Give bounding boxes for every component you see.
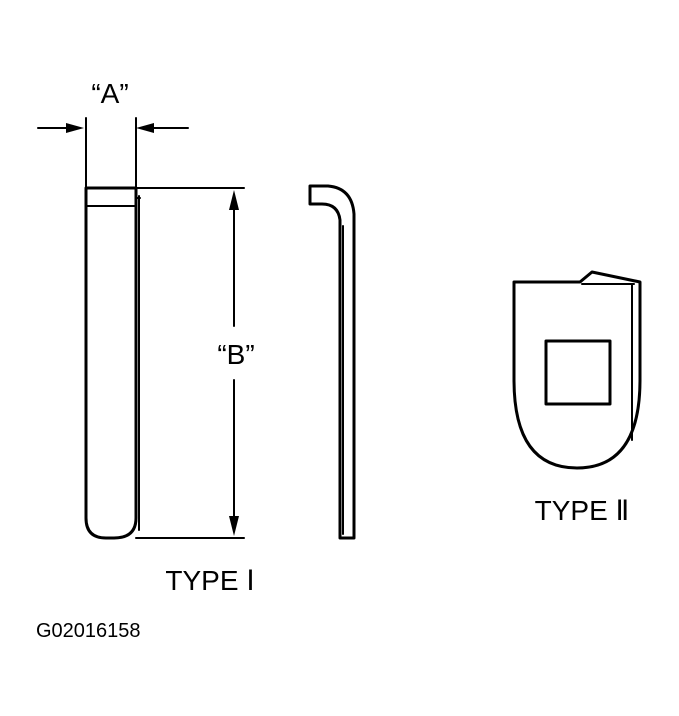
dimension-b-lower-arrowhead [229, 516, 239, 536]
type-2-caption: TYPE Ⅱ [535, 495, 630, 526]
type-2-square-hole [544, 339, 612, 406]
dimension-b-label: “B” [217, 339, 254, 370]
type-1-front-view [84, 186, 138, 540]
dimension-a-label: “A” [91, 78, 128, 109]
type-1-side-view [308, 184, 356, 540]
dimension-a-right-arrowhead [136, 123, 154, 133]
type-2-plate [512, 270, 642, 470]
figure-code: G02016158 [36, 620, 141, 642]
type-1-caption: TYPE Ⅰ [165, 565, 254, 596]
dimension-b-upper-arrowhead [229, 190, 239, 210]
dimension-a-left-arrowhead [66, 123, 84, 133]
